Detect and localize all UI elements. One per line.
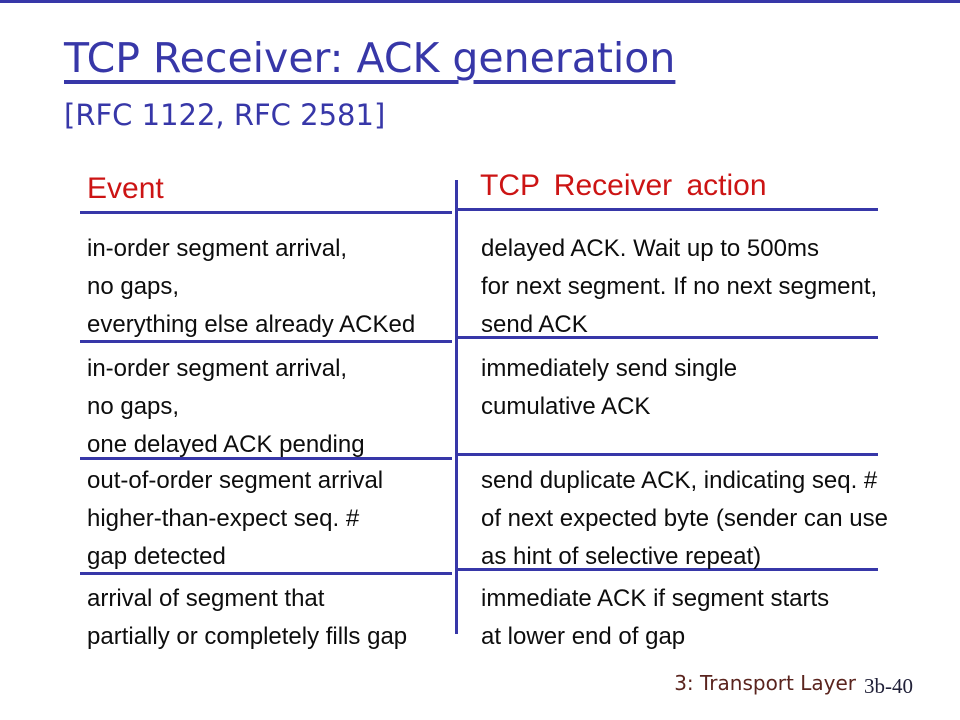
- row-divider-3-right: [458, 568, 878, 571]
- row-divider-2-left: [80, 457, 452, 460]
- event-text-line: in-order segment arrival,: [87, 235, 348, 262]
- action-text-line: as hint of selective repeat): [481, 543, 762, 570]
- table-row-4-event-cell: arrival of segment that partially or com…: [87, 580, 407, 656]
- table-row-3-action-cell: send duplicate ACK, indicating seq. # of…: [481, 462, 888, 576]
- header-underline-right: [458, 208, 878, 211]
- action-text-line: of next expected byte (sender can use: [481, 505, 888, 532]
- event-text-line: one delayed ACK pending: [87, 431, 365, 458]
- action-text-line: send ACK: [481, 311, 588, 338]
- row-divider-2-right: [458, 453, 878, 456]
- table-row-2-event-cell: in-order segment arrival, no gaps, one d…: [87, 350, 365, 464]
- column-divider-line: [455, 180, 458, 634]
- action-text-line: immediately send single: [481, 355, 738, 382]
- action-text-line: for next segment. If no next segment,: [481, 273, 878, 300]
- event-text-line: out-of-order segment arrival: [87, 467, 384, 494]
- event-text-line: no gaps,: [87, 393, 180, 420]
- table-row-1-event-cell: in-order segment arrival, no gaps, every…: [87, 230, 415, 344]
- event-text-line: arrival of segment that: [87, 585, 325, 612]
- event-text-line: in-order segment arrival,: [87, 355, 348, 382]
- page-title: TCP Receiver: ACK generation: [64, 34, 676, 82]
- action-text-line: at lower end of gap: [481, 623, 686, 650]
- event-text-line: everything else already ACKed: [87, 311, 416, 338]
- row-divider-1-left: [80, 340, 452, 343]
- action-text-line: delayed ACK. Wait up to 500ms: [481, 235, 819, 262]
- footer-section-label: 3: Transport Layer: [674, 671, 856, 695]
- table-row-1-action-cell: delayed ACK. Wait up to 500ms for next s…: [481, 230, 877, 344]
- page-subtitle: [RFC 1122, RFC 2581]: [64, 98, 386, 132]
- action-text-line: immediate ACK if segment starts: [481, 585, 830, 612]
- event-text-line: partially or completely fills gap: [87, 623, 408, 650]
- action-text-line: send duplicate ACK, indicating seq. #: [481, 467, 878, 494]
- table-row-3-event-cell: out-of-order segment arrival higher-than…: [87, 462, 383, 576]
- event-text-line: higher-than-expect seq. #: [87, 505, 360, 532]
- table-row-4-action-cell: immediate ACK if segment starts at lower…: [481, 580, 829, 656]
- action-text-line: cumulative ACK: [481, 393, 651, 420]
- header-underline-left: [80, 211, 452, 214]
- event-text-line: gap detected: [87, 543, 226, 570]
- row-divider-1-right: [458, 336, 878, 339]
- event-column-header: Event: [87, 172, 164, 205]
- event-text-line: no gaps,: [87, 273, 180, 300]
- table-row-2-action-cell: immediately send single cumulative ACK: [481, 350, 737, 426]
- top-border-line: [0, 0, 960, 3]
- footer-page-number: 3b-40: [864, 674, 913, 698]
- action-column-header: TCP Receiver action: [480, 169, 767, 202]
- row-divider-3-left: [80, 572, 452, 575]
